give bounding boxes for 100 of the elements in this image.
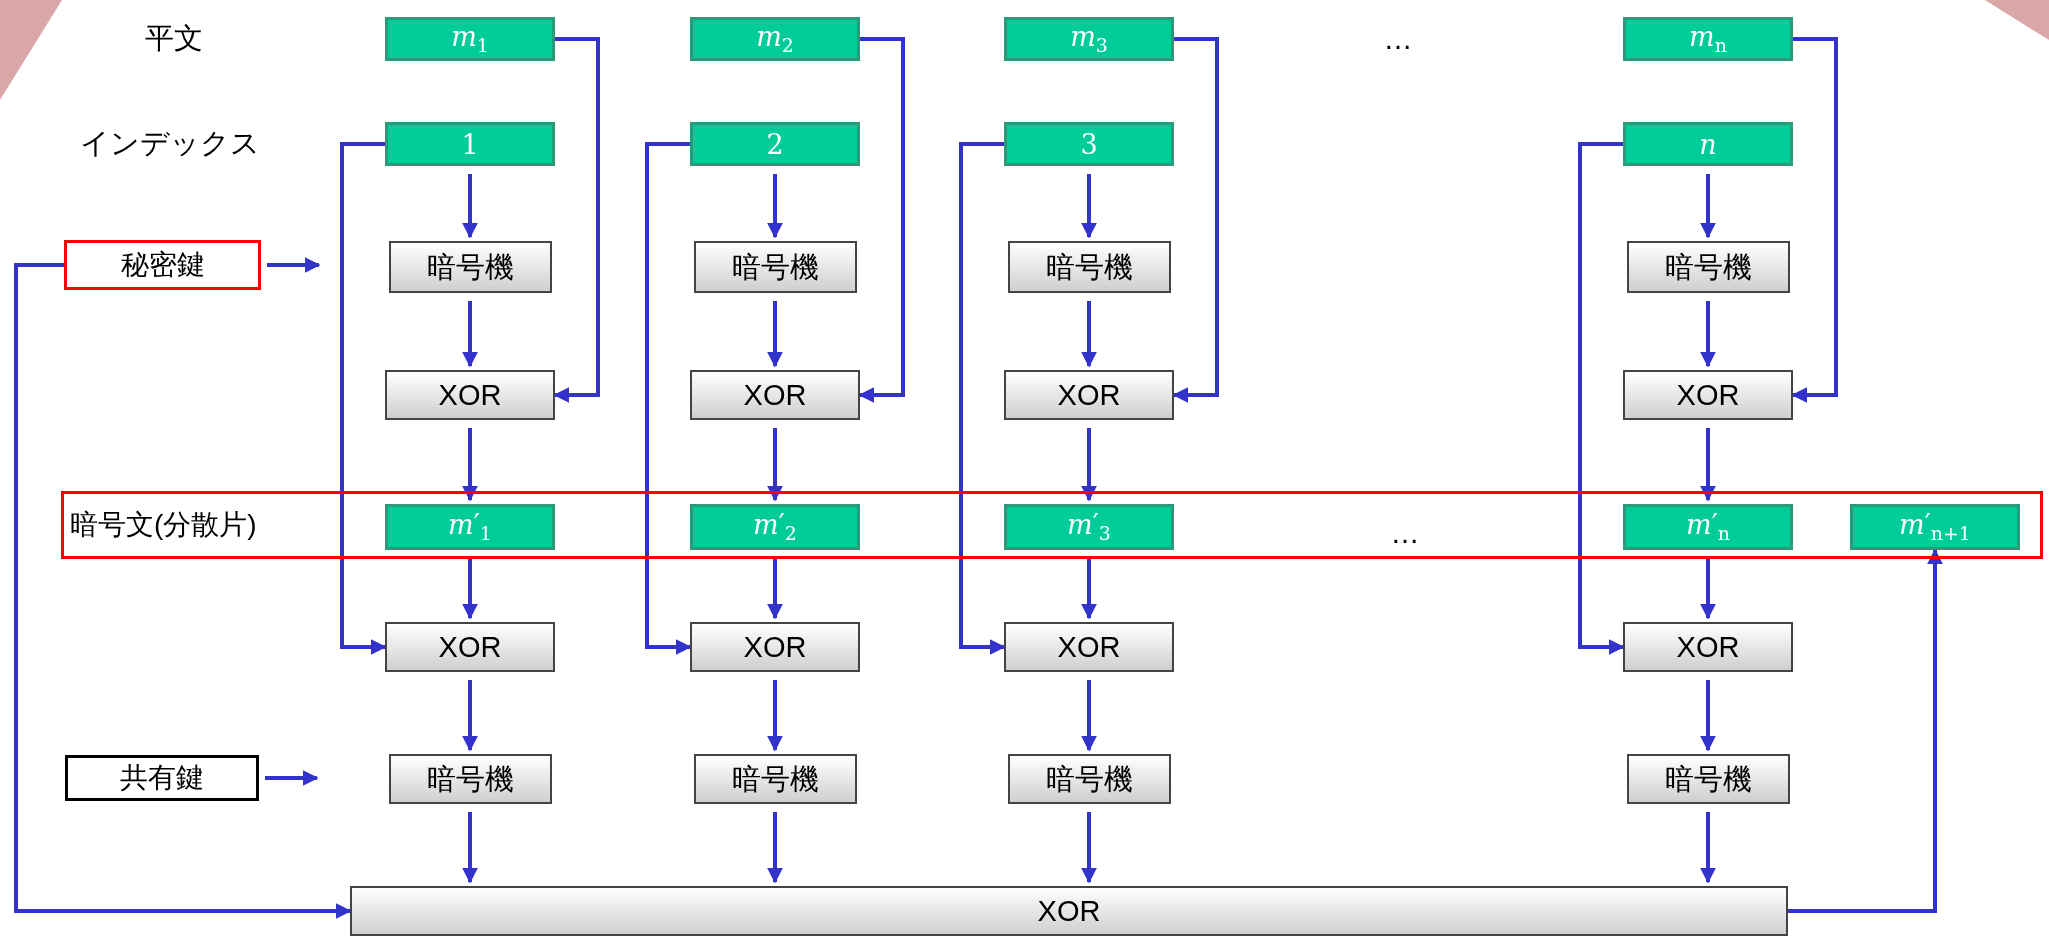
box-label: 1 — [461, 130, 479, 158]
process-box — [385, 370, 555, 420]
arrow — [1081, 174, 1097, 239]
value-box — [1850, 504, 2020, 550]
arrow — [767, 301, 783, 368]
process-box — [388, 754, 552, 804]
key-box — [64, 240, 261, 290]
box-label: XOR — [1676, 380, 1740, 410]
arrow — [1081, 812, 1097, 884]
arrow — [959, 142, 1006, 655]
process-box — [690, 622, 860, 672]
band-label: 暗号文(分散片) — [70, 508, 257, 542]
key-box — [65, 755, 259, 801]
value-box — [690, 504, 860, 550]
process-box — [693, 754, 857, 804]
arrow — [767, 812, 783, 884]
process-box — [1623, 622, 1793, 672]
arrow — [462, 428, 478, 502]
box-label: XOR — [1037, 896, 1101, 926]
arrow — [1700, 301, 1716, 368]
arrow — [1081, 301, 1097, 368]
value-box — [1004, 17, 1174, 61]
box-label: 秘密鍵 — [120, 251, 205, 279]
process-box — [1004, 370, 1174, 420]
process-box — [350, 886, 1788, 936]
process-box — [1626, 754, 1790, 804]
process-box — [1623, 370, 1793, 420]
arrow — [1700, 428, 1716, 502]
arrow — [645, 142, 692, 655]
value-box — [690, 17, 860, 61]
box-label: 暗号機 — [1664, 764, 1752, 794]
box-label: 暗号機 — [1045, 252, 1133, 282]
box-label: 暗号機 — [426, 764, 514, 794]
box-label: 3 — [1080, 130, 1098, 158]
arrow — [462, 680, 478, 752]
value-box — [385, 122, 555, 166]
box-label: XOR — [1057, 632, 1121, 662]
box-label: 暗号機 — [426, 252, 514, 282]
arrow — [14, 263, 352, 919]
arrow — [858, 37, 905, 403]
process-box — [385, 622, 555, 672]
value-box — [1623, 504, 1793, 550]
process-box — [693, 241, 857, 293]
box-label: XOR — [438, 380, 502, 410]
box-label: 2 — [766, 130, 784, 158]
arrow — [1700, 558, 1716, 620]
arrow — [462, 174, 478, 239]
box-label: 暗号機 — [731, 764, 819, 794]
box-label: m′$_{1}$ — [448, 511, 492, 543]
arrow — [1081, 558, 1097, 620]
arrow — [1700, 680, 1716, 752]
box-label: m′$_{n}$ — [1686, 511, 1730, 543]
process-box — [388, 241, 552, 293]
arrow — [1081, 680, 1097, 752]
process-box — [1007, 754, 1171, 804]
box-label: m′$_{n+1}$ — [1899, 511, 1971, 543]
box-label: m′$_{2}$ — [753, 511, 797, 543]
arrow — [462, 812, 478, 884]
row-label: 平文 — [145, 21, 203, 56]
box-label: 暗号機 — [1664, 252, 1752, 282]
process-box — [690, 370, 860, 420]
process-box — [1004, 622, 1174, 672]
arrow — [767, 174, 783, 239]
arrow — [1172, 37, 1219, 403]
box-label: 暗号機 — [731, 252, 819, 282]
box-label: m$_{1}$ — [451, 23, 489, 55]
box-label: XOR — [1057, 380, 1121, 410]
value-box — [1004, 504, 1174, 550]
value-box — [385, 17, 555, 61]
box-label: n — [1699, 130, 1717, 158]
process-box — [1626, 241, 1790, 293]
arrow — [1791, 37, 1838, 403]
value-box — [1623, 17, 1793, 61]
value-box — [690, 122, 860, 166]
arrow — [767, 428, 783, 502]
box-label: XOR — [438, 632, 502, 662]
arrow — [767, 680, 783, 752]
row-label: … — [1390, 516, 1420, 550]
arrow — [1578, 142, 1625, 655]
ciphertext-band — [61, 491, 2043, 559]
box-label: m$_{2}$ — [756, 23, 794, 55]
arrow — [462, 558, 478, 620]
arrow — [462, 301, 478, 368]
box-label: XOR — [743, 632, 807, 662]
arrow — [767, 558, 783, 620]
process-box — [1007, 241, 1171, 293]
box-label: 暗号機 — [1045, 764, 1133, 794]
value-box — [1623, 122, 1793, 166]
value-box — [1004, 122, 1174, 166]
arrow — [265, 770, 319, 786]
arrow — [1700, 174, 1716, 239]
arrow — [340, 142, 387, 655]
arrow — [1081, 428, 1097, 502]
box-label: XOR — [743, 380, 807, 410]
row-label: インデックス — [80, 126, 260, 161]
value-box — [385, 504, 555, 550]
arrow — [1788, 548, 1943, 913]
box-label: XOR — [1676, 632, 1740, 662]
box-label: m$_{3}$ — [1070, 23, 1108, 55]
box-label: 共有鍵 — [120, 764, 204, 792]
